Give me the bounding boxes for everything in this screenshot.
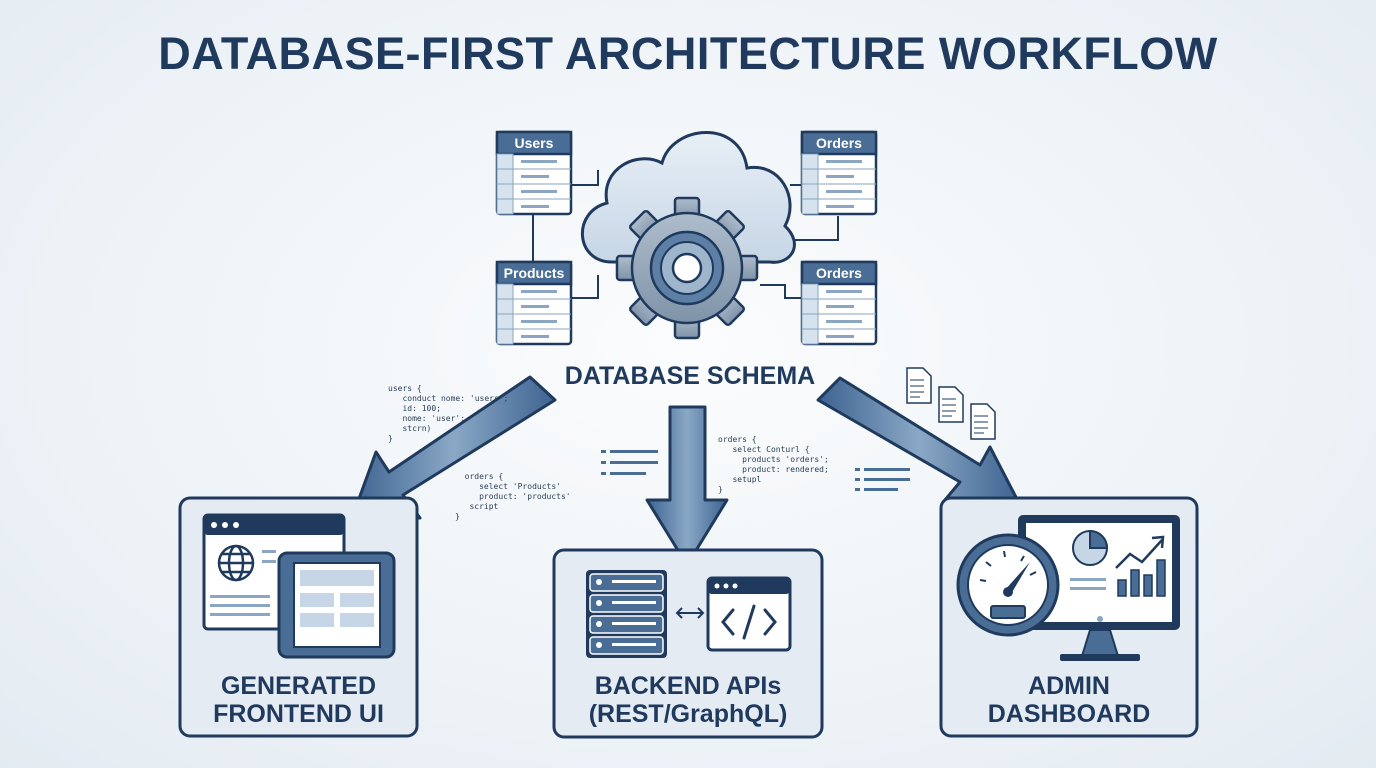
frontend-label-line2: FRONTEND UI bbox=[213, 700, 384, 728]
backend-label-line2: (REST/GraphQL) bbox=[588, 700, 788, 728]
tablet-icon bbox=[277, 551, 396, 659]
admin-label: ADMIN DASHBOARD bbox=[941, 672, 1197, 728]
code-window-icon bbox=[706, 576, 792, 652]
page-title: DATABASE-FIRST ARCHITECTURE WORKFLOW bbox=[158, 28, 1218, 79]
table-name: Orders bbox=[816, 135, 862, 151]
table-orders: Orders bbox=[800, 130, 878, 216]
table-users: Users bbox=[495, 130, 573, 216]
admin-label-line2: DASHBOARD bbox=[987, 700, 1151, 728]
code-snippet-users: users { conduct nome: 'users'; id: 100; … bbox=[388, 384, 509, 443]
code-snippet-orders: orders { select Conturl { products 'orde… bbox=[718, 435, 829, 494]
table-name: Orders bbox=[816, 265, 862, 281]
table-name: Users bbox=[515, 135, 554, 151]
backend-label-line1: BACKEND APIs bbox=[594, 672, 782, 700]
admin-label-line1: ADMIN bbox=[1028, 672, 1110, 700]
list-glyph bbox=[601, 450, 910, 491]
table-products: Products bbox=[495, 260, 573, 346]
table-orders-secondary: Orders bbox=[800, 260, 878, 346]
frontend-label-line1: GENERATED bbox=[220, 672, 377, 700]
pie-chart-icon bbox=[1072, 529, 1109, 566]
server-rack-icon bbox=[586, 570, 667, 658]
schema-label: DATABASE SCHEMA bbox=[564, 362, 816, 390]
double-arrow-icon bbox=[675, 607, 705, 619]
frontend-label: GENERATED FRONTEND UI bbox=[180, 672, 417, 728]
globe-icon bbox=[217, 544, 255, 582]
frontend-panel bbox=[178, 496, 419, 738]
backend-label: BACKEND APIs (REST/GraphQL) bbox=[554, 672, 822, 728]
schema-connectors bbox=[532, 170, 839, 299]
document-icon bbox=[906, 367, 996, 440]
table-name: Products bbox=[504, 265, 565, 281]
flow-arrow-center bbox=[645, 405, 729, 567]
bar-chart-icon bbox=[1115, 535, 1166, 597]
code-snippet-products: orders { select 'Products' product: 'pro… bbox=[455, 472, 571, 521]
gear-icon bbox=[615, 196, 759, 340]
backend-panel bbox=[552, 548, 824, 739]
admin-panel bbox=[939, 496, 1199, 738]
speedometer-icon bbox=[956, 533, 1060, 637]
